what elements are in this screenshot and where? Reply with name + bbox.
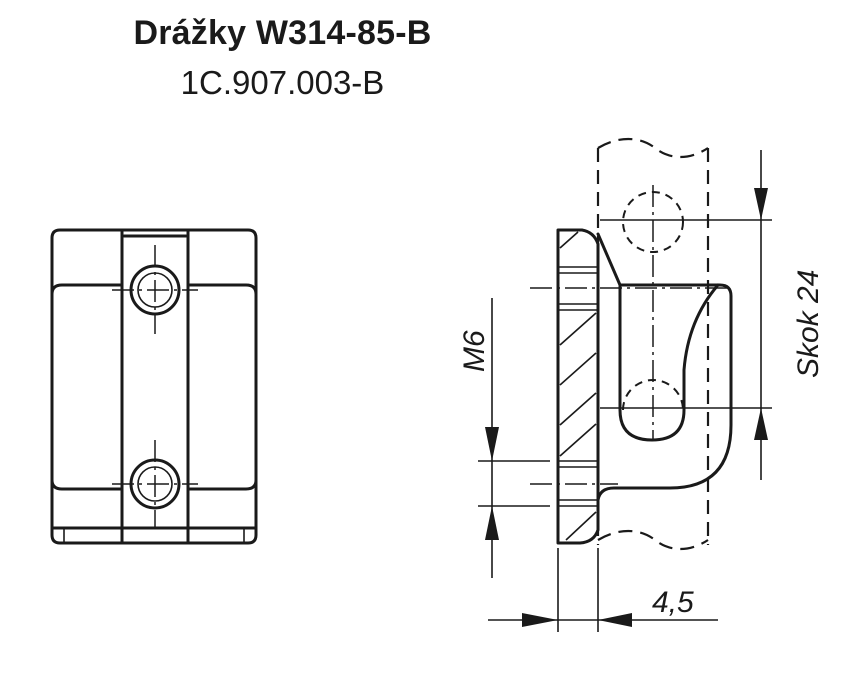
pitch-label: Skok 24 — [792, 270, 825, 378]
base-plate-outline — [556, 228, 600, 545]
front-hole-lower — [112, 440, 198, 528]
thread-dimension: M6 — [458, 298, 550, 578]
pitch-dimension: Skok 24 — [600, 150, 825, 480]
front-right-panel — [186, 283, 258, 491]
mounting-rail-top-break — [597, 138, 709, 159]
mounting-rail-bottom-break — [597, 530, 709, 551]
front-view — [50, 228, 258, 545]
front-center-rail — [120, 228, 190, 545]
thread-label: M6 — [458, 330, 491, 372]
front-hole-upper — [112, 245, 198, 334]
thickness-label: 4,5 — [652, 586, 694, 619]
hook-slot-outline — [618, 283, 720, 442]
section-hatching — [559, 231, 597, 541]
part-number: 1C.907.003-B — [180, 64, 385, 101]
drawing-title: Drážky W314-85-B — [133, 14, 432, 52]
side-view — [530, 138, 733, 551]
front-outline — [50, 228, 258, 545]
front-left-panel — [50, 283, 124, 491]
thickness-dimension: 4,5 — [488, 548, 718, 632]
hook-body-outline — [596, 232, 733, 502]
